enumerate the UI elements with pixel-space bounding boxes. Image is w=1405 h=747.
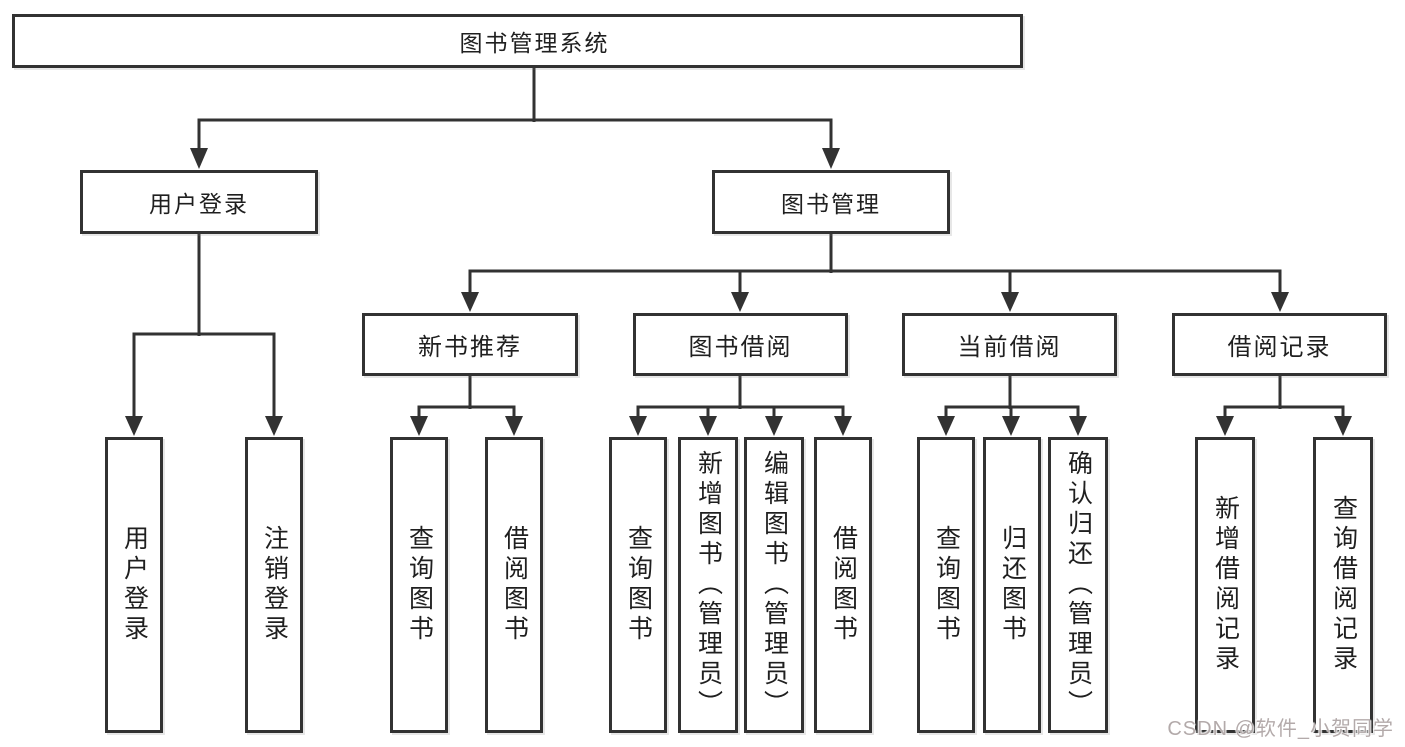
node-label: 查询图书	[405, 525, 434, 645]
leaf-records-add-borrow-record: 新增借阅记录	[1195, 437, 1255, 733]
node-label: 注销登录	[260, 525, 289, 645]
connector-root-to-level2	[190, 68, 840, 169]
leaf-borrowing-edit-books-admin: 编辑图书（管理员）	[744, 437, 804, 733]
node-label: 用户登录	[149, 191, 249, 217]
node-label: 用户登录	[120, 525, 149, 645]
connector-user-login-to-children	[125, 234, 283, 436]
leaf-current-confirm-return-admin: 确认归还（管理员）	[1048, 437, 1108, 733]
connector-borrow-records-to-children	[1216, 376, 1352, 436]
node-label: 借阅图书	[829, 525, 858, 645]
node-label: 归还图书	[998, 525, 1027, 645]
node-label: 新书推荐	[418, 334, 522, 361]
node-label: 借阅图书	[500, 525, 529, 645]
node-label: 查询图书	[932, 525, 961, 645]
connector-book-management-to-level3	[461, 234, 1289, 312]
node-label: 借阅记录	[1227, 334, 1332, 361]
node-label: 新增借阅记录	[1211, 495, 1240, 675]
node-label: 确认归还（管理员）	[1064, 450, 1093, 720]
node-label: 图书管理系统	[459, 30, 610, 56]
node-label: 编辑图书（管理员）	[760, 450, 789, 720]
node-label: 图书管理	[781, 191, 881, 217]
node-current-borrowing: 当前借阅	[902, 313, 1117, 376]
node-label: 当前借阅	[957, 334, 1062, 361]
node-label: 查询借阅记录	[1329, 495, 1358, 675]
node-label: 新增图书（管理员）	[694, 450, 723, 720]
leaf-borrowing-query-books: 查询图书	[609, 437, 667, 733]
node-book-management: 图书管理	[712, 170, 950, 234]
leaf-recommend-query-books: 查询图书	[390, 437, 448, 733]
node-label: 图书借阅	[688, 334, 793, 361]
csdn-watermark: CSDN @软件_小贺同学	[1167, 718, 1394, 740]
leaf-user-login: 用户登录	[105, 437, 163, 733]
connector-new-book-to-children	[410, 376, 523, 436]
node-user-login: 用户登录	[80, 170, 318, 234]
leaf-current-return-books: 归还图书	[983, 437, 1041, 733]
node-label: 查询图书	[624, 525, 653, 645]
leaf-recommend-borrow-books: 借阅图书	[485, 437, 543, 733]
node-borrowing-records: 借阅记录	[1172, 313, 1387, 376]
node-library-management-system: 图书管理系统	[12, 14, 1023, 68]
leaf-borrowing-borrow-books: 借阅图书	[814, 437, 872, 733]
node-book-borrowing: 图书借阅	[633, 313, 848, 376]
leaf-records-query-borrow-record: 查询借阅记录	[1313, 437, 1373, 733]
node-new-book-recommendation: 新书推荐	[362, 313, 578, 376]
leaf-logout: 注销登录	[245, 437, 303, 733]
connector-book-borrow-to-children	[629, 376, 852, 436]
leaf-borrowing-add-books-admin: 新增图书（管理员）	[678, 437, 738, 733]
leaf-current-query-books: 查询图书	[917, 437, 975, 733]
connector-current-borrow-to-children	[937, 376, 1087, 436]
